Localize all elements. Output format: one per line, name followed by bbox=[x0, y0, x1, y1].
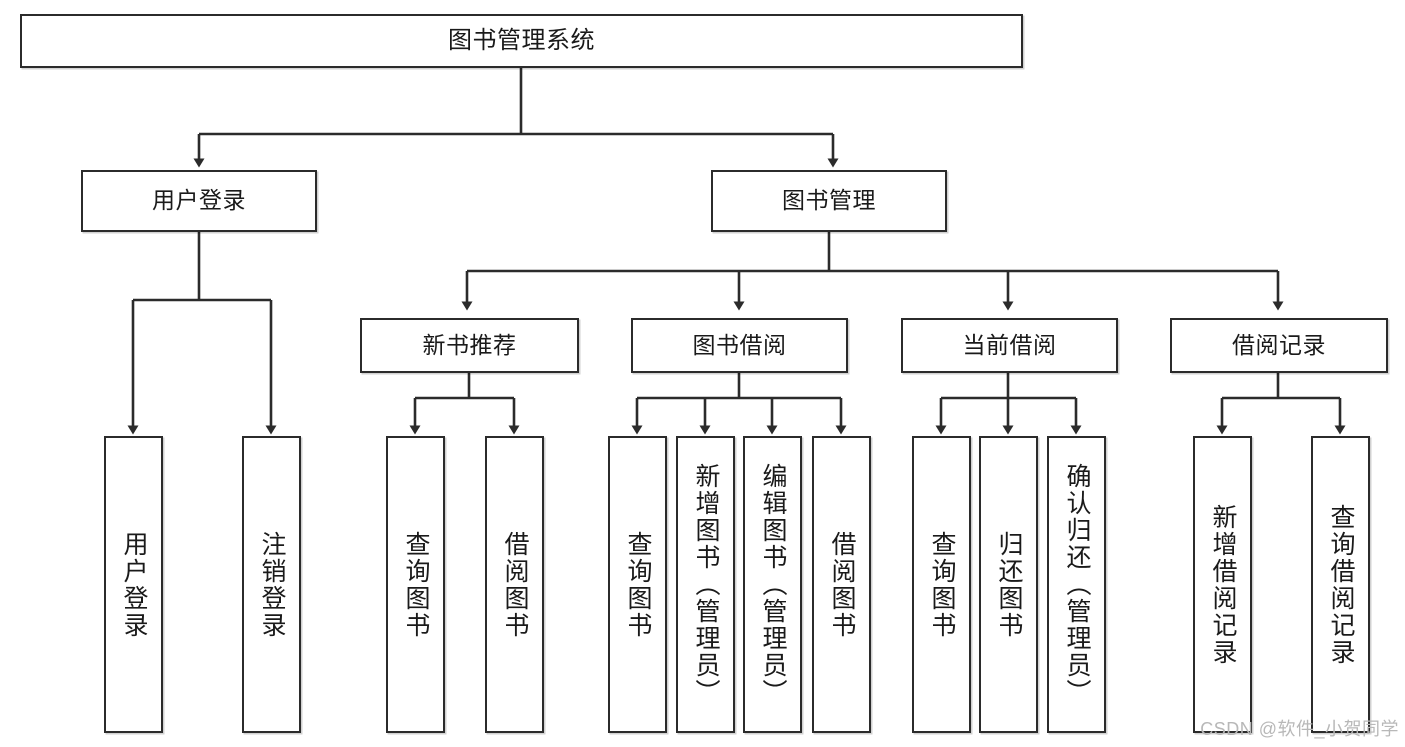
node-label: 查询图书 bbox=[402, 530, 430, 639]
leaf-records-add-record[interactable]: 新增借阅记录 bbox=[1193, 436, 1252, 733]
leaf-borrow-query-book[interactable]: 查询图书 bbox=[608, 436, 667, 733]
leaf-newbook-query-book[interactable]: 查询图书 bbox=[386, 436, 445, 733]
leaf-current-return-book[interactable]: 归还图书 bbox=[979, 436, 1038, 733]
node-label: 图书借阅 bbox=[692, 331, 787, 358]
node-label: 当前借阅 bbox=[962, 331, 1057, 358]
node-book-borrow[interactable]: 图书借阅 bbox=[631, 318, 848, 373]
node-label: 借阅记录 bbox=[1232, 331, 1326, 358]
node-label: 用户登录 bbox=[152, 187, 246, 214]
leaf-current-confirm-return-admin[interactable]: 确认归还（管理员） bbox=[1047, 436, 1106, 733]
leaf-user-logout[interactable]: 注销登录 bbox=[242, 436, 301, 733]
node-label: 图书管理 bbox=[782, 187, 876, 214]
leaf-current-query-book[interactable]: 查询图书 bbox=[912, 436, 971, 733]
node-label: 借阅图书 bbox=[501, 530, 529, 639]
node-label: 查询图书 bbox=[624, 530, 652, 639]
node-label: 新增借阅记录 bbox=[1209, 503, 1237, 666]
leaf-borrow-borrow-book[interactable]: 借阅图书 bbox=[812, 436, 871, 733]
node-label: 新书推荐 bbox=[422, 331, 517, 358]
leaf-records-query-record[interactable]: 查询借阅记录 bbox=[1311, 436, 1370, 733]
node-book-management[interactable]: 图书管理 bbox=[711, 170, 947, 232]
node-new-book-recommend[interactable]: 新书推荐 bbox=[360, 318, 579, 373]
node-label: 查询图书 bbox=[928, 530, 956, 639]
leaf-borrow-edit-book-admin[interactable]: 编辑图书（管理员） bbox=[743, 436, 802, 733]
node-label: 图书管理系统 bbox=[448, 26, 595, 54]
leaf-newbook-borrow-book[interactable]: 借阅图书 bbox=[485, 436, 544, 733]
node-label: 确认归还（管理员） bbox=[1063, 463, 1091, 706]
node-label: 用户登录 bbox=[120, 530, 148, 639]
node-label: 借阅图书 bbox=[828, 530, 856, 639]
node-label: 归还图书 bbox=[995, 530, 1023, 639]
node-label: 查询借阅记录 bbox=[1327, 503, 1355, 666]
node-root-system[interactable]: 图书管理系统 bbox=[20, 14, 1023, 68]
node-label: 新增图书（管理员） bbox=[692, 463, 720, 706]
node-user-login[interactable]: 用户登录 bbox=[81, 170, 317, 232]
node-current-borrow[interactable]: 当前借阅 bbox=[901, 318, 1118, 373]
node-label: 编辑图书（管理员） bbox=[759, 463, 787, 706]
node-borrow-records[interactable]: 借阅记录 bbox=[1170, 318, 1388, 373]
node-label: 注销登录 bbox=[258, 530, 286, 639]
leaf-borrow-add-book-admin[interactable]: 新增图书（管理员） bbox=[676, 436, 735, 733]
leaf-user-login[interactable]: 用户登录 bbox=[104, 436, 163, 733]
